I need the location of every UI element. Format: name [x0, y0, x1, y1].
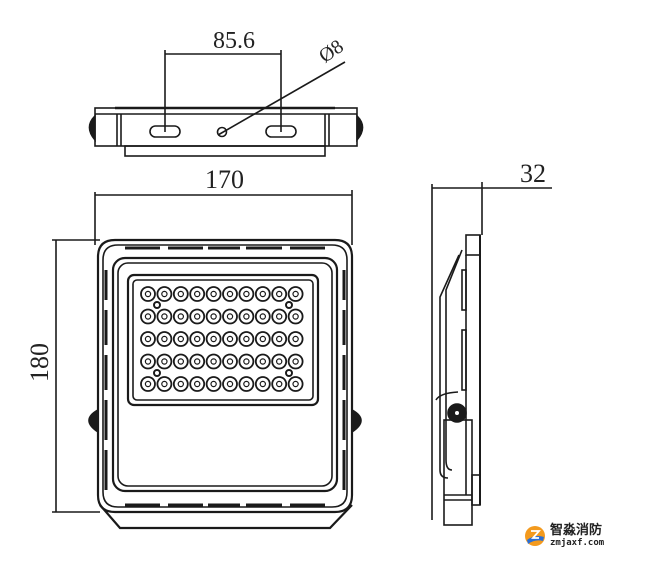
led [172, 286, 189, 302]
led [271, 376, 288, 392]
dimension-depth: 32 [520, 159, 546, 188]
led [156, 353, 173, 370]
watermark-name: 智淼消防 [550, 523, 603, 538]
led [140, 286, 156, 302]
screw-hole [153, 369, 161, 377]
led [222, 286, 238, 302]
led [271, 353, 288, 370]
led [156, 376, 173, 392]
led [238, 376, 255, 392]
led [189, 331, 206, 347]
led [205, 331, 222, 347]
dimension-height: 180 [25, 343, 54, 382]
watermark: 智淼消防 zmjaxf.com [524, 524, 604, 548]
led [271, 331, 288, 347]
screw-hole [285, 301, 293, 309]
led [287, 376, 304, 392]
led [205, 353, 222, 370]
led [254, 376, 271, 392]
led-array [140, 286, 304, 392]
side-view [431, 182, 552, 526]
dimension-hole-spacing: 85.6 [213, 28, 255, 54]
led [238, 286, 255, 302]
led [172, 376, 189, 392]
led [271, 286, 288, 302]
led [254, 308, 271, 325]
led [172, 308, 189, 325]
top-view [88, 50, 364, 157]
led [140, 331, 156, 347]
led [140, 376, 156, 392]
led [254, 331, 271, 347]
led [222, 331, 238, 347]
led [156, 286, 173, 302]
led [287, 353, 304, 370]
led [287, 308, 304, 325]
led [156, 308, 173, 325]
led [205, 286, 222, 302]
led [254, 353, 271, 370]
screw-hole [153, 301, 161, 309]
led [222, 376, 238, 392]
led [140, 353, 156, 370]
screw-hole [285, 369, 293, 377]
led [189, 286, 206, 302]
led [222, 308, 238, 325]
led [238, 308, 255, 325]
led [172, 331, 189, 347]
led [287, 286, 304, 302]
watermark-url: zmjaxf.com [550, 538, 605, 548]
led [156, 331, 173, 347]
led [287, 331, 304, 347]
led [222, 353, 238, 370]
front-view [52, 190, 362, 530]
led [189, 376, 206, 392]
led [140, 308, 156, 325]
led [254, 286, 271, 302]
led [238, 331, 255, 347]
led [189, 308, 206, 325]
led [205, 308, 222, 325]
dimension-width: 170 [205, 165, 244, 194]
led [172, 353, 189, 370]
led [189, 353, 206, 370]
led [205, 376, 222, 392]
brand-logo-icon [525, 526, 545, 546]
led [271, 308, 288, 325]
led [238, 353, 255, 370]
